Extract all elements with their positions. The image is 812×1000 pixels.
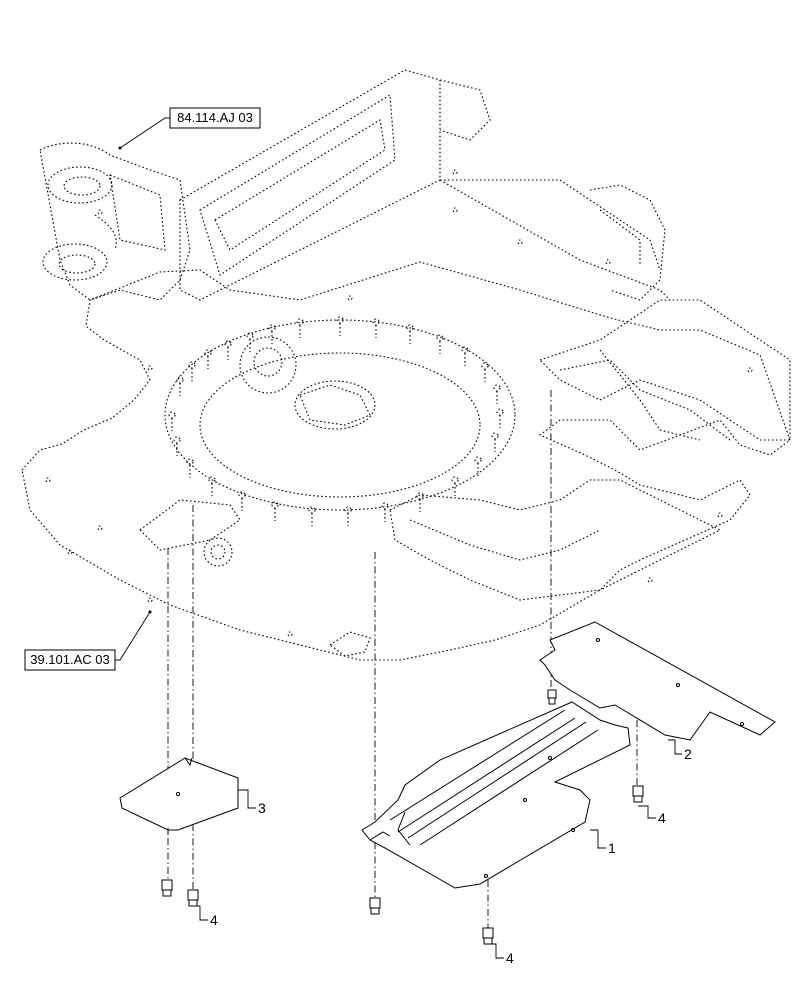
part-3-cover-plate [119, 757, 239, 835]
leader-lines [115, 117, 682, 959]
callout-number-4-bottom: 4 [506, 950, 514, 966]
bolt-a [547, 689, 557, 705]
bearing-bolts [168, 316, 504, 526]
part-4-bolts [161, 689, 644, 945]
part-2-cover-plate [539, 621, 776, 741]
bolt-c [161, 879, 173, 897]
bolt-b [632, 785, 644, 803]
upper-frame-structure [21, 69, 791, 661]
callout-number-4-right: 4 [658, 810, 666, 826]
callout-number-3: 3 [258, 800, 266, 816]
ref-text-39-101[interactable]: 39.101.AC 03 [30, 652, 110, 667]
bolt-e [369, 897, 381, 915]
ref-text-84-114[interactable]: 84.114.AJ 03 [177, 110, 253, 125]
bolt-f [482, 927, 494, 945]
ref-box-84-114[interactable]: 84.114.AJ 03 [169, 107, 261, 129]
callout-number-2: 2 [684, 746, 692, 762]
callout-number-4-left: 4 [210, 912, 218, 928]
bolt-d [187, 889, 199, 907]
callout-number-1: 1 [608, 840, 616, 856]
part-1-cover-plate [361, 701, 631, 889]
ref-box-39-101[interactable]: 39.101.AC 03 [24, 649, 116, 671]
